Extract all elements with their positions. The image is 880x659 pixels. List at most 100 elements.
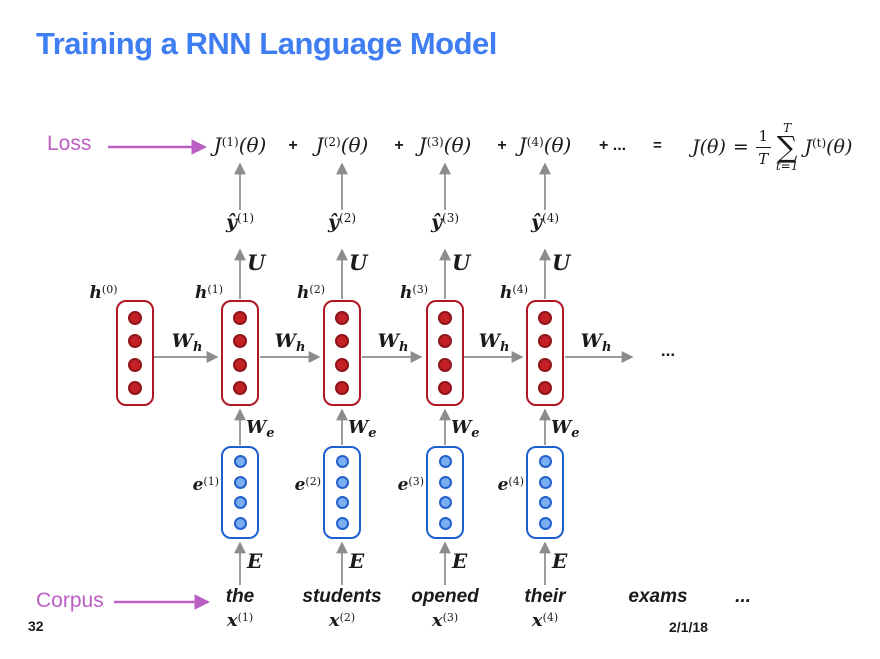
neuron-dot <box>538 475 552 489</box>
loss-term-4: J(4)(θ) <box>518 133 572 157</box>
neuron-dot <box>335 475 349 489</box>
embedding-box-e1 <box>221 446 259 539</box>
weight-label-We: We <box>551 417 580 441</box>
weight-label-Wh: Wh <box>478 330 510 355</box>
neuron-dot <box>438 496 452 510</box>
input-label-x2: x(2) <box>328 610 356 631</box>
loss-term-2: J(2)(θ) <box>315 133 369 157</box>
summation: T∑t=1 <box>775 120 799 174</box>
hidden-chain-ellipsis: ... <box>660 341 676 360</box>
weight-label-We: We <box>451 417 480 441</box>
neuron-dot <box>233 334 247 349</box>
embedding-box-e2 <box>323 446 361 539</box>
hidden-label-h4: h(4) <box>500 283 528 303</box>
neuron-dot <box>538 357 552 372</box>
weight-label-U: U <box>552 250 571 275</box>
plus-operator: + <box>288 137 298 154</box>
neuron-dot <box>335 516 349 530</box>
embedding-matrix-label-E: E <box>349 549 365 573</box>
neuron-dot <box>538 455 552 469</box>
neuron-dot <box>233 380 247 395</box>
weight-label-Wh: Wh <box>171 330 203 355</box>
neuron-dot <box>438 455 452 469</box>
hidden-state-box-h0 <box>115 300 154 406</box>
neuron-dot <box>335 357 349 372</box>
embedding-box-e3 <box>426 446 464 539</box>
embedding-label-e3: e(3) <box>397 475 424 495</box>
neuron-dot <box>335 380 349 395</box>
neuron-dot <box>438 357 452 372</box>
equals-operator: = <box>653 137 662 154</box>
weight-label-We: We <box>246 417 275 441</box>
weight-label-Wh: Wh <box>377 330 409 355</box>
input-label-x1: x(1) <box>226 610 254 631</box>
neuron-dot <box>538 516 552 530</box>
neuron-dot <box>538 334 552 349</box>
neuron-dot <box>438 475 452 489</box>
neuron-dot <box>127 357 142 372</box>
loss-term-3: J(3)(θ) <box>418 133 472 157</box>
corpus-word-1: the <box>225 586 255 607</box>
plus-operator: + <box>497 137 507 154</box>
plus-ellipsis: + ... <box>599 137 627 154</box>
corpus-ellipsis: ... <box>735 586 751 607</box>
page-number: 32 <box>28 618 44 634</box>
neuron-dot <box>335 334 349 349</box>
neuron-dot <box>335 311 349 326</box>
neuron-dot <box>233 516 247 530</box>
hidden-label-h0: h(0) <box>89 283 118 303</box>
corpus-word-4: their <box>524 586 566 607</box>
neuron-dot <box>538 311 552 326</box>
embedding-matrix-label-E: E <box>247 549 263 573</box>
corpus-word-3: opened <box>411 586 479 607</box>
embedding-label-e4: e(4) <box>497 475 524 495</box>
sigma-symbol: ∑ <box>776 129 798 164</box>
hidden-state-box-h2 <box>323 300 361 406</box>
neuron-dot <box>438 380 452 395</box>
neuron-dot <box>335 455 349 469</box>
neuron-dot <box>438 334 452 349</box>
hidden-label-h2: h(2) <box>297 283 325 303</box>
neuron-dot <box>538 380 552 395</box>
neuron-dot <box>538 496 552 510</box>
neuron-dot <box>438 311 452 326</box>
output-label-y3: ŷ(3) <box>430 211 460 233</box>
hidden-label-h3: h(3) <box>400 283 428 303</box>
neuron-dot <box>127 334 142 349</box>
embedding-matrix-label-E: E <box>452 549 468 573</box>
neuron-dot <box>335 496 349 510</box>
neuron-dot <box>233 496 247 510</box>
loss-label: Loss <box>47 132 92 155</box>
embedding-box-e4 <box>526 446 564 539</box>
loss-term-1: J(1)(θ) <box>213 133 267 157</box>
weight-label-U: U <box>349 250 368 275</box>
corpus-label: Corpus <box>36 589 104 612</box>
input-label-x4: x(4) <box>531 610 559 631</box>
weight-label-U: U <box>247 250 266 275</box>
neuron-dot <box>233 357 247 372</box>
summand: J(t)(θ) <box>804 135 853 158</box>
neuron-dot <box>127 380 142 395</box>
neuron-dot <box>233 455 247 469</box>
corpus-word-2: students <box>302 586 382 607</box>
embedding-label-e2: e(2) <box>294 475 321 495</box>
fraction-bar <box>755 146 771 148</box>
hidden-label-h1: h(1) <box>195 283 223 303</box>
hidden-state-box-h1 <box>221 300 259 406</box>
input-label-x3: x(3) <box>431 610 459 631</box>
output-label-y2: ŷ(2) <box>327 211 357 233</box>
neuron-dot <box>438 516 452 530</box>
weight-label-We: We <box>348 417 377 441</box>
corpus-word-5: exams <box>628 586 688 607</box>
hidden-state-box-h4 <box>526 300 564 406</box>
output-label-y4: ŷ(4) <box>530 211 560 233</box>
neuron-dot <box>233 475 247 489</box>
output-label-y1: ŷ(1) <box>225 211 255 233</box>
hidden-state-box-h3 <box>426 300 464 406</box>
embedding-matrix-label-E: E <box>552 549 568 573</box>
slide-date: 2/1/18 <box>669 619 708 635</box>
neuron-dot <box>127 311 142 326</box>
